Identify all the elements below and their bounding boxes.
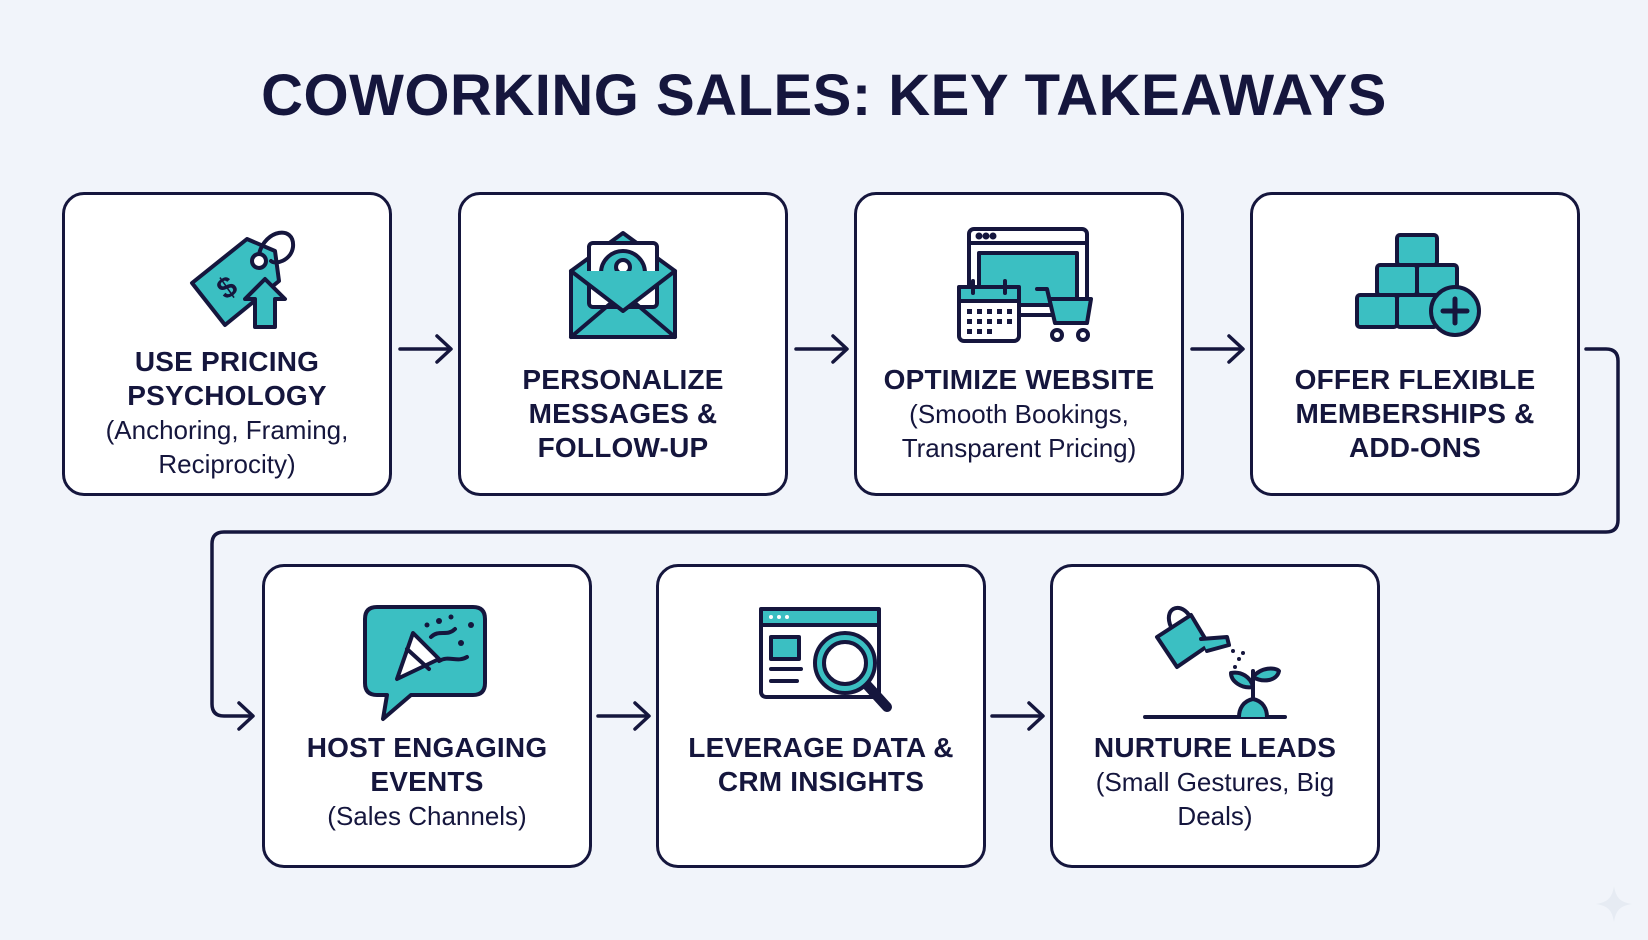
blocks-plus-icon: [1355, 233, 1481, 337]
step-detail: (Anchoring, Framing, Reciprocity): [105, 415, 349, 479]
arrow-1-to-2: [398, 334, 453, 364]
step-card-optimize-website: OPTIMIZE WEBSITE (Smooth Bookings, Trans…: [854, 192, 1184, 496]
arrow-6-to-7: [990, 701, 1045, 731]
step-detail: (Small Gestures, Big Deals): [1095, 767, 1335, 831]
browser-magnifier-icon: [759, 607, 892, 712]
step-card-flexible-memberships: OFFER FLEXIBLE MEMBERSHIPS & ADD-ONS: [1250, 192, 1580, 496]
step-detail: (Smooth Bookings, Transparent Pricing): [901, 399, 1137, 463]
step-heading: USE PRICING PSYCHOLOGY: [127, 346, 327, 411]
step-heading: NURTURE LEADS: [1093, 732, 1337, 763]
step-card-data-crm: LEVERAGE DATA & CRM INSIGHTS: [656, 564, 986, 868]
party-chat-icon: [363, 605, 487, 721]
step-heading: OPTIMIZE WEBSITE: [883, 364, 1155, 395]
step-card-host-events: HOST ENGAGING EVENTS (Sales Channels): [262, 564, 592, 868]
step-card-pricing-psychology: $ USE PRICING PSYCHOLOGY (Anchoring, Fra…: [62, 192, 392, 496]
arrow-2-to-3: [794, 334, 849, 364]
watering-plant-icon: [1143, 605, 1287, 719]
website-calendar-cart-icon: [957, 227, 1093, 343]
arrow-4-to-5: [210, 347, 1620, 731]
step-detail: (Sales Channels): [327, 801, 527, 831]
price-tag-up-icon: $: [190, 230, 296, 329]
arrow-3-to-4: [1190, 334, 1245, 364]
sparkle-icon: [1596, 886, 1632, 922]
step-heading: PERSONALIZE MESSAGES & FOLLOW-UP: [522, 364, 724, 463]
page-title: COWORKING SALES: KEY TAKEAWAYS: [261, 63, 1387, 128]
step-heading: HOST ENGAGING EVENTS: [306, 732, 548, 797]
step-card-personalize-messages: PERSONALIZE MESSAGES & FOLLOW-UP: [458, 192, 788, 496]
step-heading: LEVERAGE DATA & CRM INSIGHTS: [688, 732, 954, 797]
step-heading: OFFER FLEXIBLE MEMBERSHIPS & ADD-ONS: [1294, 364, 1536, 463]
arrow-5-to-6: [596, 701, 651, 731]
envelope-person-icon: [569, 231, 677, 339]
step-card-nurture-leads: NURTURE LEADS (Small Gestures, Big Deals…: [1050, 564, 1380, 868]
